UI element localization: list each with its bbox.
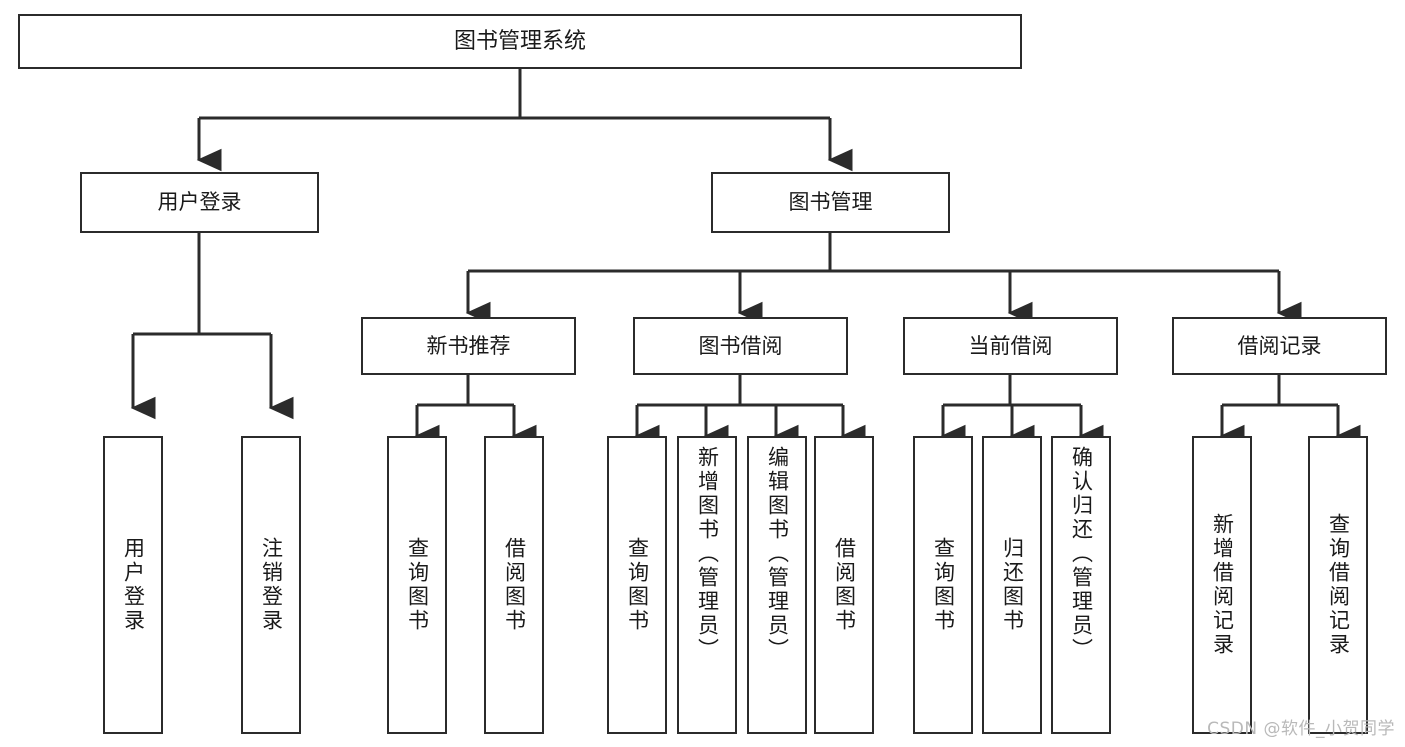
leaf-book-borrow-query[interactable]: 查询图书 bbox=[607, 436, 667, 734]
leaf-book-borrow-add-label: 新增图书（管理员） bbox=[695, 446, 720, 662]
leaf-borrow-record-add[interactable]: 新增借阅记录 bbox=[1192, 436, 1252, 734]
leaf-borrow-record-query[interactable]: 查询借阅记录 bbox=[1308, 436, 1368, 734]
leaf-current-borrow-confirm-label: 确认归还（管理员） bbox=[1069, 446, 1094, 662]
node-borrow-record[interactable]: 借阅记录 bbox=[1172, 317, 1387, 375]
node-new-book-recommend[interactable]: 新书推荐 bbox=[361, 317, 576, 375]
leaf-current-borrow-return-label: 归还图书 bbox=[1000, 537, 1025, 633]
leaf-new-book-borrow-label: 借阅图书 bbox=[502, 537, 527, 633]
node-book-management[interactable]: 图书管理 bbox=[711, 172, 950, 233]
leaf-user-login-login-label: 用户登录 bbox=[121, 537, 146, 633]
leaf-user-login-logout-label: 注销登录 bbox=[259, 537, 284, 633]
watermark: CSDN @软件_小贺同学 bbox=[1207, 719, 1395, 739]
node-book-borrow-label: 图书借阅 bbox=[698, 333, 783, 358]
leaf-new-book-query[interactable]: 查询图书 bbox=[387, 436, 447, 734]
leaf-user-login-login[interactable]: 用户登录 bbox=[103, 436, 163, 734]
leaf-borrow-record-add-label: 新增借阅记录 bbox=[1210, 513, 1235, 657]
node-current-borrow-label: 当前借阅 bbox=[968, 333, 1053, 358]
leaf-current-borrow-query-label: 查询图书 bbox=[931, 537, 956, 633]
node-borrow-record-label: 借阅记录 bbox=[1237, 333, 1322, 358]
leaf-new-book-query-label: 查询图书 bbox=[405, 537, 430, 633]
leaf-current-borrow-confirm[interactable]: 确认归还（管理员） bbox=[1051, 436, 1111, 734]
leaf-book-borrow-borrow[interactable]: 借阅图书 bbox=[814, 436, 874, 734]
leaf-current-borrow-query[interactable]: 查询图书 bbox=[913, 436, 973, 734]
node-user-login-label: 用户登录 bbox=[157, 190, 242, 215]
node-new-book-recommend-label: 新书推荐 bbox=[426, 333, 511, 358]
node-book-borrow[interactable]: 图书借阅 bbox=[633, 317, 848, 375]
node-current-borrow[interactable]: 当前借阅 bbox=[903, 317, 1118, 375]
leaf-book-borrow-query-label: 查询图书 bbox=[625, 537, 650, 633]
leaf-user-login-logout[interactable]: 注销登录 bbox=[241, 436, 301, 734]
node-book-management-label: 图书管理 bbox=[788, 190, 873, 215]
leaf-borrow-record-query-label: 查询借阅记录 bbox=[1326, 513, 1351, 657]
leaf-book-borrow-borrow-label: 借阅图书 bbox=[832, 537, 857, 633]
node-root[interactable]: 图书管理系统 bbox=[18, 14, 1022, 69]
node-user-login[interactable]: 用户登录 bbox=[80, 172, 319, 233]
leaf-current-borrow-return[interactable]: 归还图书 bbox=[982, 436, 1042, 734]
leaf-new-book-borrow[interactable]: 借阅图书 bbox=[484, 436, 544, 734]
leaf-book-borrow-edit-label: 编辑图书（管理员） bbox=[765, 446, 790, 662]
leaf-book-borrow-add[interactable]: 新增图书（管理员） bbox=[677, 436, 737, 734]
leaf-book-borrow-edit[interactable]: 编辑图书（管理员） bbox=[747, 436, 807, 734]
node-root-label: 图书管理系统 bbox=[453, 28, 586, 54]
